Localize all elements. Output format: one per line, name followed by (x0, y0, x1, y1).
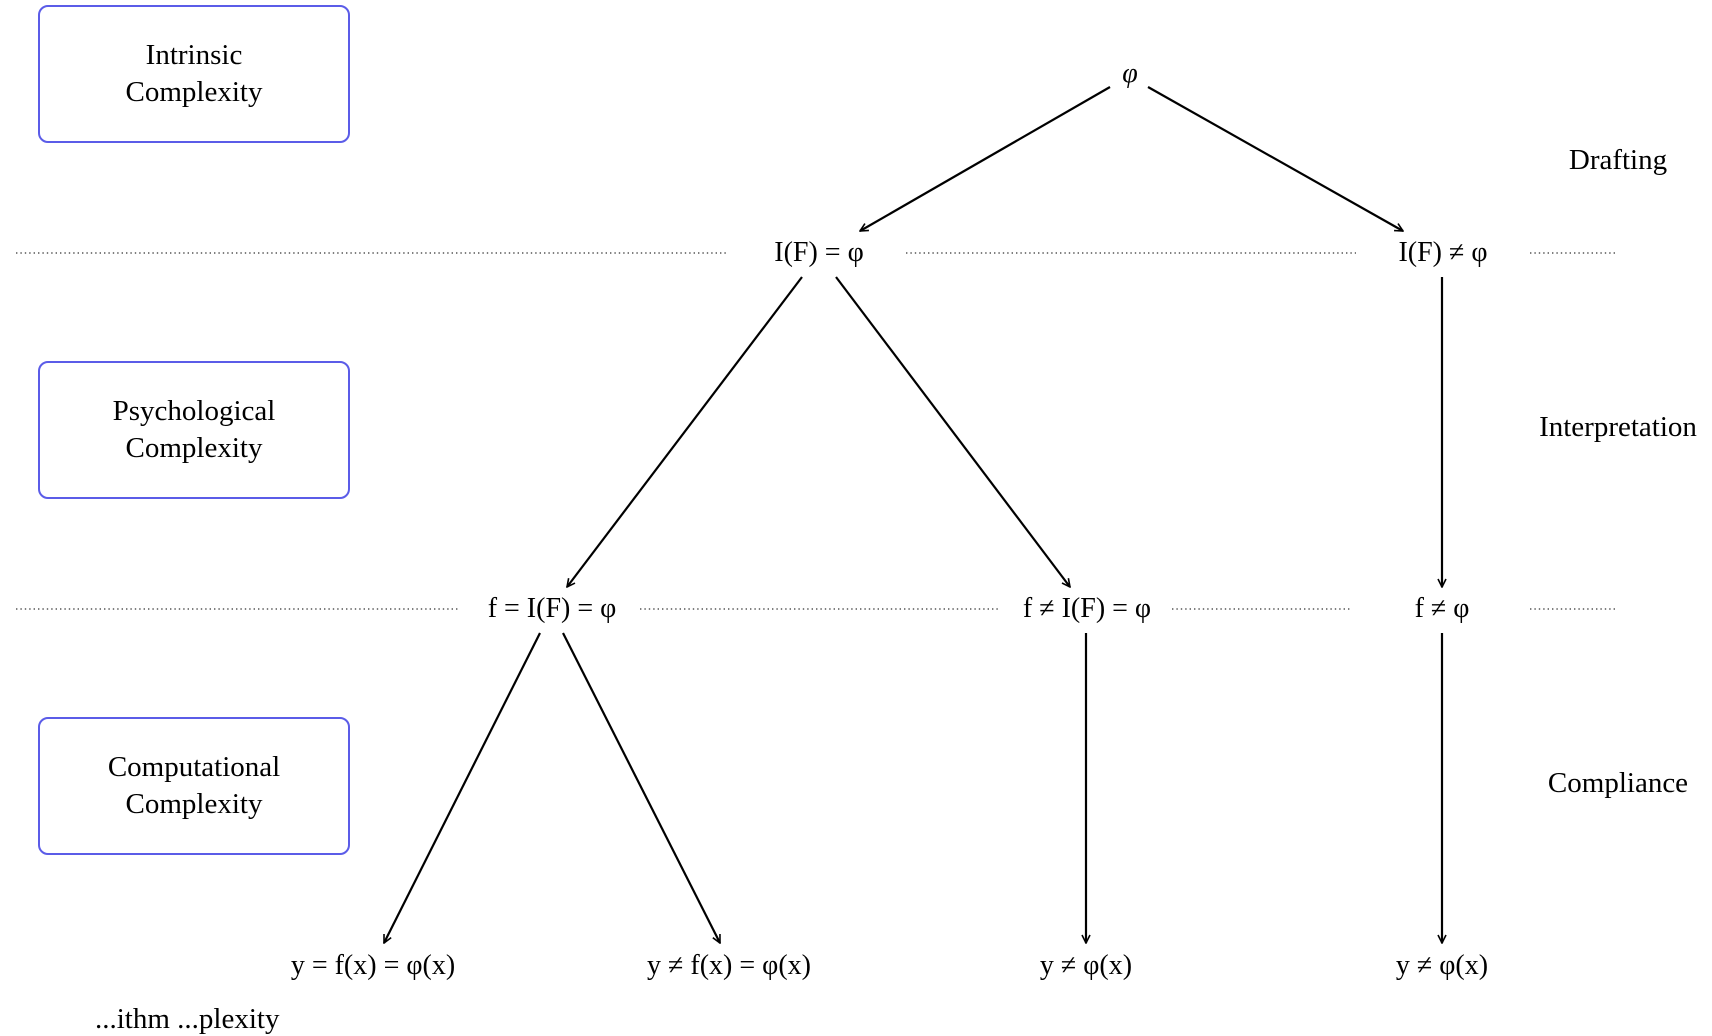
node-interpretation-incorrect: I(F) ≠ φ (1398, 237, 1488, 268)
psychological-complexity-box: Psychological Complexity (38, 361, 350, 499)
node-formula-not-phi: f ≠ φ (1414, 593, 1470, 624)
computational-complexity-box: Computational Complexity (38, 717, 350, 855)
node-formula-incorrect: f ≠ I(F) = φ (1022, 593, 1152, 624)
arrow-root-to-ieq (860, 86, 1111, 232)
box-label-line2: Complexity (125, 788, 263, 820)
box-label-line1: Intrinsic (145, 39, 243, 71)
box-label-line1: Psychological (112, 395, 276, 427)
arrow-feq-to-yneq (562, 632, 721, 943)
intrinsic-complexity-box: Intrinsic Complexity (38, 5, 350, 143)
stage-interpretation: Interpretation (1539, 411, 1697, 443)
box-label-line1: Computational (107, 751, 281, 783)
node-output-interpretation-error: y ≠ φ(x) (1395, 950, 1489, 981)
cut-off-caption: ...ithm ...plexity (95, 1003, 280, 1035)
node-output-computation-error: y ≠ f(x) = φ(x) (647, 950, 811, 981)
arrow-ieq-to-fneq (835, 276, 1070, 587)
dotted-separators (16, 252, 1617, 610)
box-label-line2: Complexity (125, 432, 263, 464)
node-formula-correct: f = I(F) = φ (487, 593, 617, 624)
stage-compliance: Compliance (1547, 767, 1689, 799)
node-interpretation-correct: I(F) = φ (774, 237, 864, 268)
arrow-root-to-ineq (1147, 86, 1403, 232)
node-root: φ (1122, 58, 1138, 89)
arrows (383, 86, 1442, 943)
stage-drafting: Drafting (1568, 144, 1668, 176)
node-output-formula-error: y ≠ φ(x) (1039, 950, 1133, 981)
box-label-line2: Complexity (125, 76, 263, 108)
arrow-ieq-to-feq (567, 276, 803, 587)
arrow-feq-to-yeq (383, 632, 541, 943)
node-output-correct: y = f(x) = φ(x) (290, 950, 456, 981)
